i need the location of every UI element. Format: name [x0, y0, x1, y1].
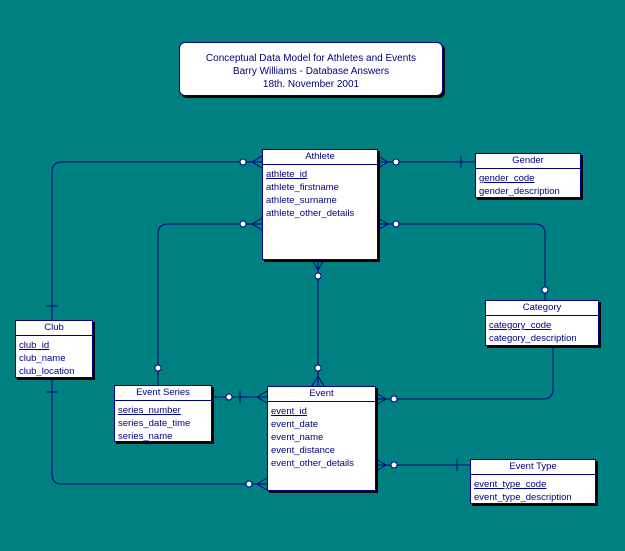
entity-category[interactable]: Category category_code category_descript… [485, 300, 599, 346]
optional-circle [392, 158, 400, 166]
optional-circle [314, 272, 322, 280]
optional-circle [239, 220, 247, 228]
crowsfoot-event-right-type [375, 458, 387, 472]
entity-event-type[interactable]: Event Type event_type_code event_type_de… [470, 459, 596, 504]
entity-title: Athlete [263, 150, 377, 165]
optional-circle [390, 461, 398, 469]
optional-circle [245, 480, 253, 488]
attribute-primary-key: club_id [19, 340, 50, 351]
attribute: athlete_other_details [266, 208, 355, 219]
entity-title: Category [486, 301, 598, 316]
entity-title: Event Series [115, 386, 211, 401]
diagram-title-box: Conceptual Data Model for Athletes and E… [179, 42, 443, 96]
attribute-primary-key: event_id [271, 406, 307, 417]
optional-circle [314, 364, 322, 372]
entity-title: Event Type [471, 460, 595, 475]
entity-gender[interactable]: Gender gender_code gender_description [475, 153, 581, 198]
attribute: club_name [19, 353, 66, 364]
attribute: series_name [118, 431, 173, 442]
attribute: category_description [489, 333, 577, 344]
title-line-1: Conceptual Data Model for Athletes and E… [205, 53, 417, 64]
attribute-primary-key: category_code [489, 320, 552, 331]
attribute: series_date_time [118, 418, 191, 429]
optional-circle-category-top [541, 286, 549, 294]
entity-event-series[interactable]: Event Series series_number series_date_t… [114, 385, 212, 442]
entity-title: Club [16, 321, 92, 336]
rel-club-athlete [51, 161, 262, 320]
crowsfoot-event-top [311, 375, 325, 387]
entity-event[interactable]: Event event_id event_date event_name eve… [267, 386, 376, 491]
attribute: event_distance [271, 445, 335, 456]
entity-club[interactable]: Club club_id club_name club_location [15, 320, 93, 378]
optional-circle [390, 395, 398, 403]
attribute-primary-key: series_number [118, 405, 181, 416]
crowsfoot-athlete-bottom [311, 259, 325, 271]
optional-circle [392, 220, 400, 228]
attribute: event_date [271, 419, 319, 430]
attribute-primary-key: gender_code [479, 173, 535, 184]
cardinality-markers [46, 155, 549, 491]
title-line-3: 18th. November 2001 [262, 79, 360, 90]
crowsfoot-event-left-series [256, 390, 268, 404]
crowsfoot-event-right-category [375, 392, 387, 406]
rel-category-event [376, 345, 554, 400]
attribute: event_type_description [474, 492, 572, 503]
attribute: event_name [271, 432, 324, 443]
crowsfoot-event-left-club [256, 477, 268, 491]
optional-circle [225, 393, 233, 401]
attribute-primary-key: event_type_code [474, 479, 547, 490]
optional-circle-eventseries-top [154, 364, 162, 372]
attribute: athlete_surname [266, 195, 337, 206]
title-line-2: Barry Williams - Database Answers [232, 66, 390, 77]
optional-circle [239, 158, 247, 166]
rel-club-event [51, 378, 267, 485]
attribute: athlete_firstname [266, 182, 339, 193]
crowsfoot-athlete-right-bottom [377, 217, 389, 231]
entity-title: Gender [476, 154, 580, 169]
attribute: event_other_details [271, 458, 354, 469]
entity-athlete[interactable]: Athlete athlete_id athlete_firstname ath… [262, 149, 378, 260]
entity-title: Event [268, 387, 375, 402]
attribute: gender_description [479, 186, 560, 197]
attribute: club_location [19, 366, 75, 377]
rel-athlete-eventseries [157, 223, 262, 385]
attribute-primary-key: athlete_id [266, 169, 308, 180]
crowsfoot-athlete-right-top [377, 155, 389, 169]
rel-athlete-category [378, 223, 546, 300]
crowsfoot-athlete-left-top [251, 155, 263, 169]
crowsfoot-athlete-left-bottom [251, 217, 263, 231]
